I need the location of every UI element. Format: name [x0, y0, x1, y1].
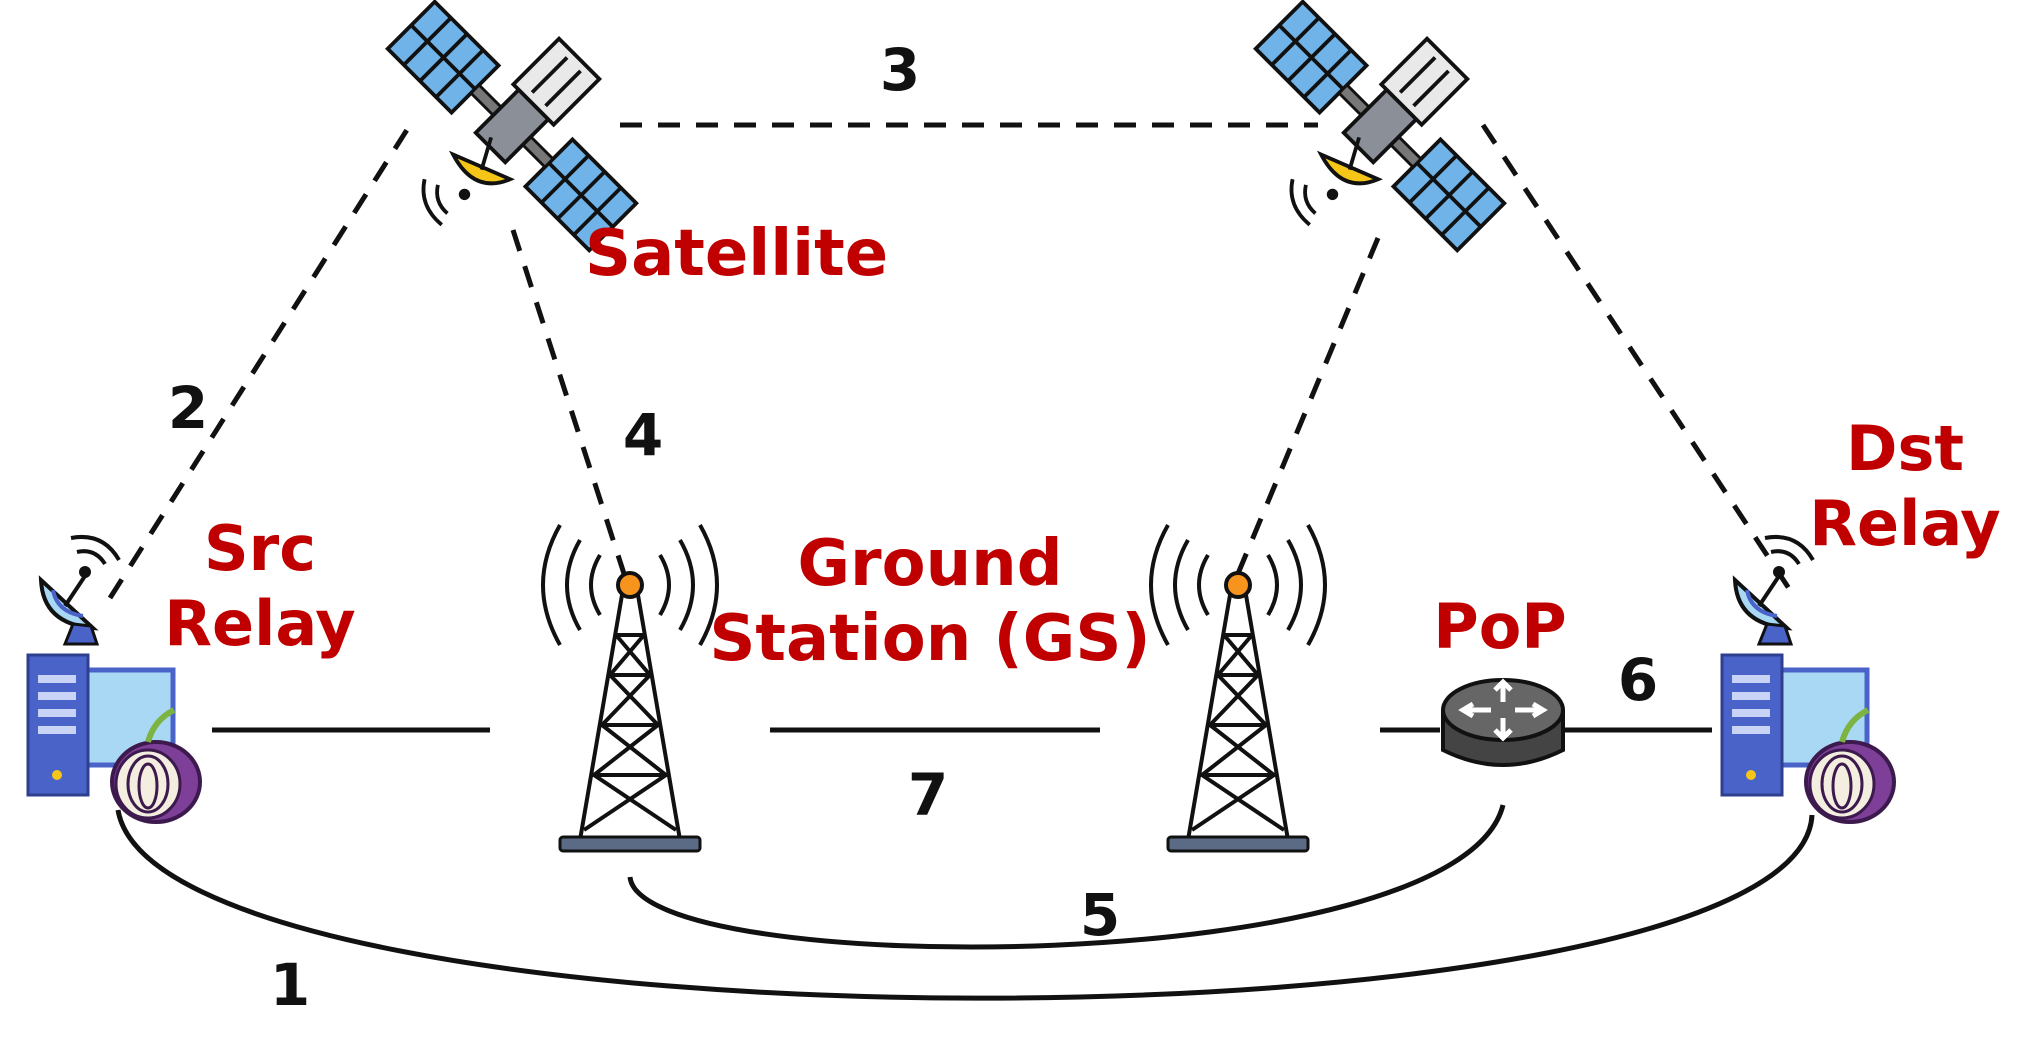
- dst-relay-icon: [1722, 537, 1894, 822]
- link-5-curve: [627, 804, 1506, 950]
- left-cell-tower-icon: [541, 523, 719, 853]
- right-satellite-icon: [1253, 0, 1550, 253]
- pop-label: PoP: [1433, 590, 1566, 663]
- right-cell-tower-icon: [1149, 523, 1327, 853]
- src-relay-label-line2: Relay: [164, 587, 355, 660]
- src-relay-icon: [28, 537, 200, 822]
- satellite-label: Satellite: [585, 217, 888, 291]
- link-2-line: [107, 123, 413, 600]
- link-2-number: 2: [168, 374, 208, 442]
- link-1-curve: [115, 809, 1815, 1001]
- link-3-number: 3: [880, 36, 920, 104]
- link-4-line: [510, 229, 630, 584]
- ground-station-label-line1: Ground: [798, 527, 1063, 601]
- sat-dst-line: [1480, 123, 1793, 592]
- dst-relay-label-line1: Dst: [1846, 412, 1964, 485]
- sat-gs-right-line: [1229, 237, 1381, 589]
- link-7-number: 7: [908, 761, 948, 829]
- link-4-number: 4: [623, 401, 663, 469]
- dst-relay-label-line2: Relay: [1809, 487, 2000, 560]
- link-1-number: 1: [270, 951, 310, 1019]
- ground-station-label-line2: Station (GS): [709, 602, 1150, 676]
- link-6-number: 6: [1618, 646, 1658, 714]
- src-relay-label-line1: Src: [204, 512, 316, 585]
- link-5-number: 5: [1080, 881, 1120, 949]
- pop-router-icon: [1443, 680, 1563, 765]
